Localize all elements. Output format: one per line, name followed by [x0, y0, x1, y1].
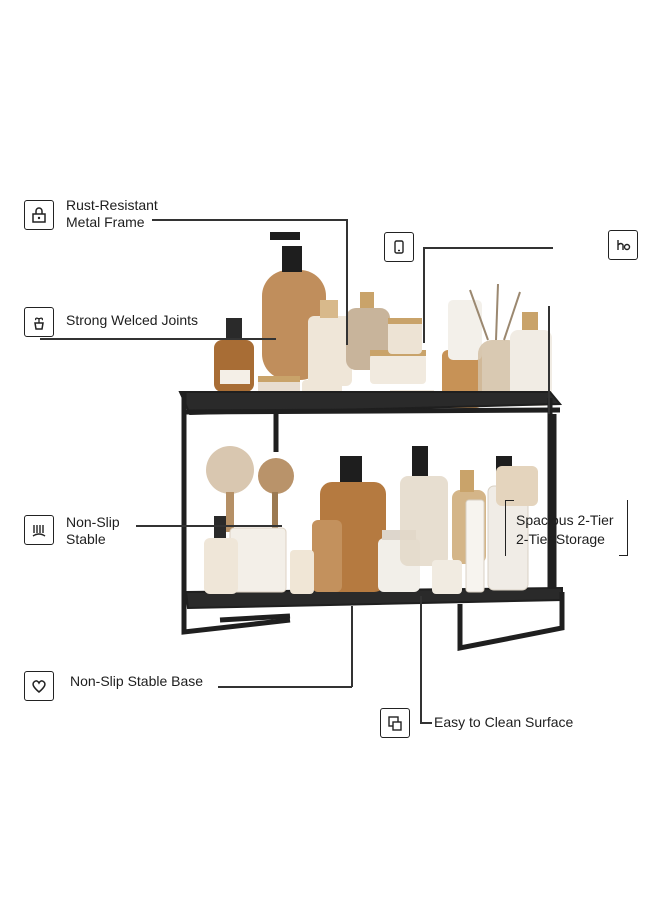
- leader-line: [351, 606, 353, 687]
- clean-surface-icon: [380, 708, 410, 738]
- feature-welded-joints-label: Strong Welced Joints: [66, 312, 199, 328]
- two-tier-rack-illustration: [178, 232, 565, 652]
- leader-line: [420, 596, 422, 723]
- leader-line: [423, 247, 553, 249]
- feature-non-slip-base-label: Non-Slip Stable Base: [70, 673, 204, 689]
- spacious-storage-bracket: [505, 500, 628, 556]
- leader-line: [136, 525, 282, 527]
- bottom-tier-items: [204, 446, 538, 594]
- plant-pot-icon: [24, 307, 54, 337]
- feature-rust-resistant-label: Rust-Resistant Metal Frame: [66, 197, 158, 230]
- leader-line: [152, 219, 347, 221]
- feature-non-slip-label: Non-Slip Stable: [66, 514, 120, 547]
- leader-line: [346, 219, 348, 345]
- rack-frame: [178, 391, 565, 652]
- top-tier-items: [214, 232, 552, 408]
- feature-spacious-label: Spacious 2-Tier 2-Tier Storage: [516, 512, 614, 547]
- lock-box-icon: [24, 200, 54, 230]
- leader-line: [218, 686, 352, 688]
- grip-icon: [24, 515, 54, 545]
- phone-icon: [384, 232, 414, 262]
- feature-easy-clean-label: Easy to Clean Surface: [434, 714, 574, 730]
- leader-line: [420, 722, 432, 724]
- text-tool-icon: [608, 230, 638, 260]
- leader-line: [40, 338, 276, 340]
- heart-icon: [24, 671, 54, 701]
- leader-line: [548, 306, 550, 414]
- leader-line: [423, 247, 425, 343]
